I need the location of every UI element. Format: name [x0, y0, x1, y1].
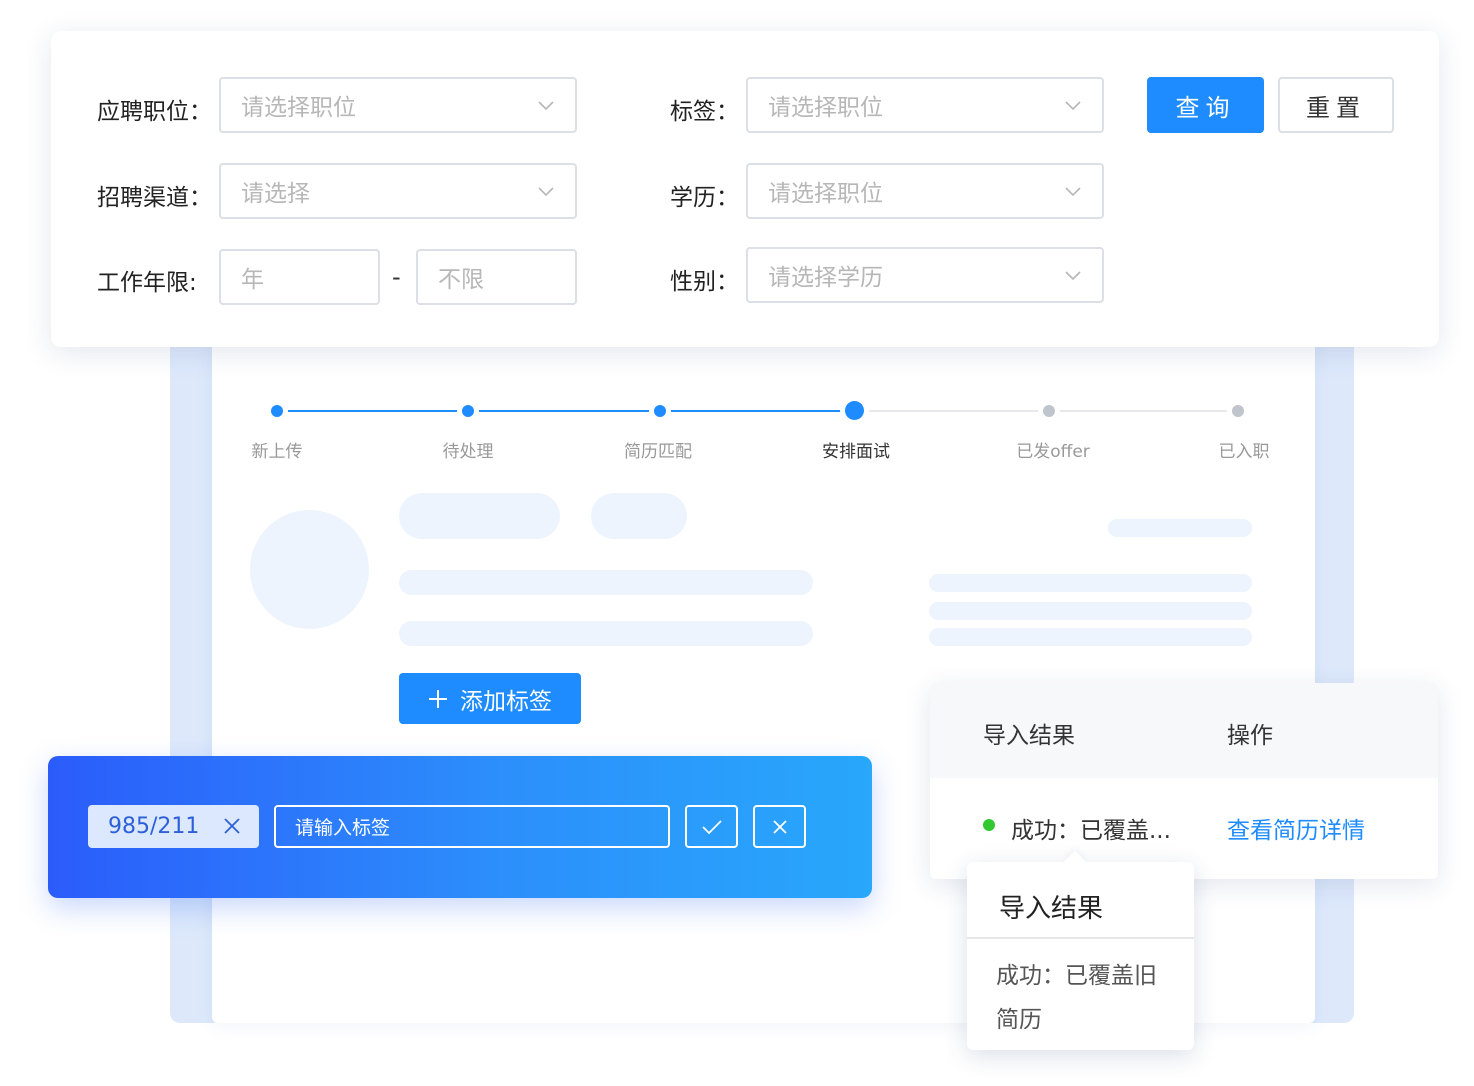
tag-input-placeholder: 请输入标签	[295, 817, 391, 839]
skeleton-line	[929, 628, 1252, 646]
tag-chip-label: 985/211	[108, 814, 200, 839]
check-icon	[701, 819, 722, 834]
add-tag-button[interactable]: 添加标签	[399, 673, 581, 724]
chevron-down-icon	[1065, 187, 1081, 197]
tag-editor-panel: 985/211 请输入标签	[48, 756, 872, 898]
plus-icon	[428, 689, 448, 709]
step-label-1: 新上传	[251, 442, 303, 462]
years-from-placeholder: 年	[241, 267, 264, 293]
education-placeholder: 请选择职位	[768, 181, 883, 207]
chevron-down-icon	[538, 187, 554, 197]
years-label: 工作年限:	[97, 270, 197, 296]
skeleton-badge	[591, 493, 687, 539]
import-result-table: 导入结果 操作 成功：已覆盖... 查看简历详情	[930, 683, 1438, 879]
column-header-action: 操作	[1227, 723, 1273, 749]
add-tag-label: 添加标签	[460, 688, 552, 715]
step-dot-4[interactable]	[845, 401, 864, 420]
success-status-dot	[983, 819, 995, 831]
years-separator: -	[392, 263, 401, 291]
step-dot-6[interactable]	[1232, 405, 1244, 417]
table-header: 导入结果 操作	[930, 683, 1438, 778]
steps-line-done	[277, 410, 854, 412]
close-icon[interactable]	[223, 817, 241, 835]
step-dot-1[interactable]	[271, 405, 283, 417]
step-dot-5[interactable]	[1043, 405, 1055, 417]
tag-label: 标签：	[670, 99, 739, 125]
step-label-6: 已入职	[1218, 442, 1270, 462]
gender-select[interactable]: 请选择学历	[746, 247, 1104, 303]
chevron-down-icon	[1065, 101, 1081, 111]
skeleton-line	[399, 570, 813, 595]
channel-select[interactable]: 请选择	[219, 163, 577, 219]
chevron-down-icon	[538, 101, 554, 111]
skeleton-line	[929, 574, 1252, 592]
gender-label: 性别：	[670, 269, 739, 295]
column-header-result: 导入结果	[983, 723, 1075, 749]
skeleton-line	[399, 621, 813, 646]
education-select[interactable]: 请选择职位	[746, 163, 1104, 219]
row-status-text: 成功：已覆盖...	[1011, 818, 1171, 844]
step-label-4: 安排面试	[822, 442, 890, 462]
skeleton-line	[1108, 519, 1252, 537]
chevron-down-icon	[1065, 271, 1081, 281]
position-select[interactable]: 请选择职位	[219, 77, 577, 133]
query-button[interactable]: 查询	[1147, 77, 1264, 133]
cancel-tag-button[interactable]	[753, 805, 806, 848]
step-dot-3[interactable]	[654, 405, 666, 417]
tag-chip: 985/211	[88, 805, 259, 848]
position-label: 应聘职位：	[97, 99, 212, 125]
avatar-placeholder	[250, 510, 369, 629]
tag-input[interactable]: 请输入标签	[274, 805, 670, 848]
reset-button[interactable]: 重置	[1278, 77, 1394, 133]
view-resume-link[interactable]: 查看简历详情	[1227, 818, 1365, 844]
tooltip-title: 导入结果	[999, 894, 1104, 924]
confirm-tag-button[interactable]	[685, 805, 738, 848]
skeleton-line	[929, 602, 1252, 620]
skeleton-name	[399, 493, 560, 539]
step-label-2: 待处理	[442, 442, 494, 462]
filter-panel: 应聘职位： 请选择职位 标签： 请选择职位 查询 重置 招聘渠道： 请选择 学历…	[51, 31, 1439, 347]
tag-select[interactable]: 请选择职位	[746, 77, 1104, 133]
years-from-input[interactable]: 年	[219, 249, 380, 305]
gender-placeholder: 请选择学历	[768, 265, 883, 291]
result-tooltip: 导入结果 成功：已覆盖旧简历	[967, 850, 1194, 1050]
education-label: 学历：	[670, 185, 739, 211]
tooltip-body: 成功：已覆盖旧简历	[996, 963, 1157, 1033]
years-to-placeholder: 不限	[438, 267, 484, 293]
years-to-input[interactable]: 不限	[416, 249, 577, 305]
channel-placeholder: 请选择	[241, 181, 310, 207]
close-icon	[772, 819, 787, 834]
position-placeholder: 请选择职位	[241, 95, 356, 121]
channel-label: 招聘渠道：	[97, 185, 212, 211]
step-label-5: 已发offer	[1016, 442, 1090, 462]
step-label-3: 简历匹配	[624, 442, 692, 462]
step-dot-2[interactable]	[462, 405, 474, 417]
tooltip-divider	[967, 937, 1194, 939]
tag-placeholder: 请选择职位	[768, 95, 883, 121]
